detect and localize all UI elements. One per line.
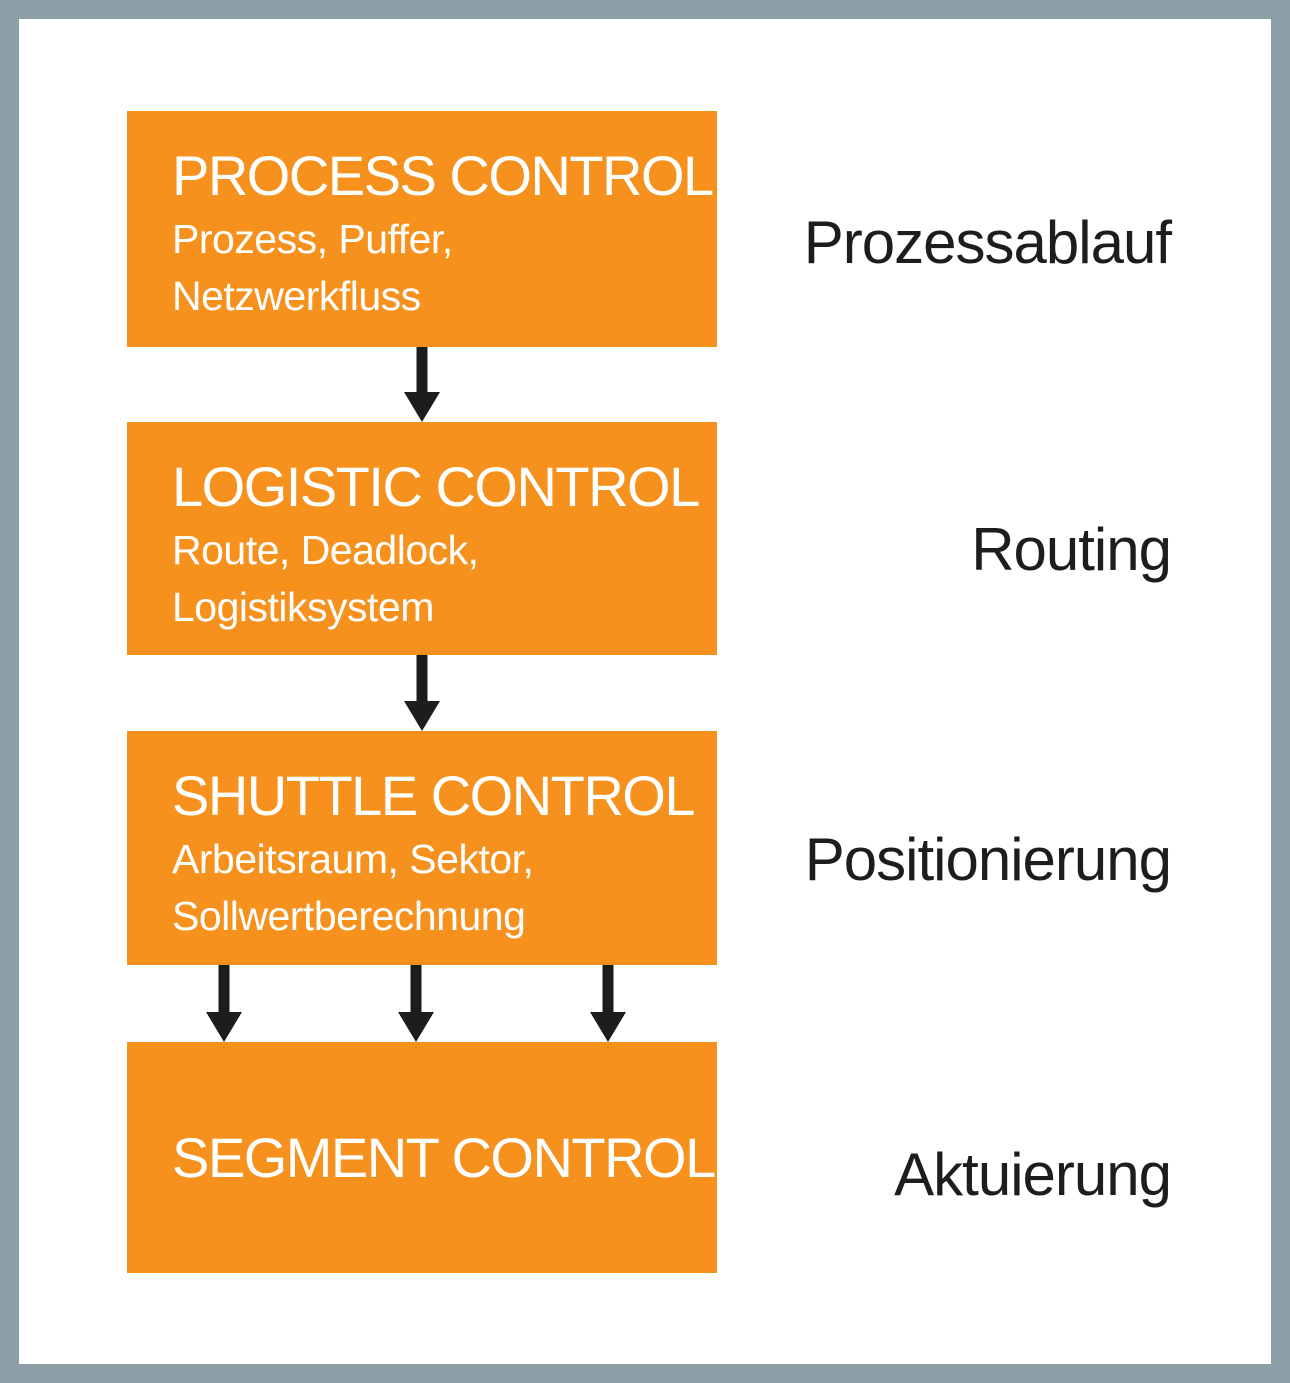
logistic-control-box: LOGISTIC CONTROL Route, Deadlock, Logist… [127, 422, 717, 655]
box-subtitle-line: Netzwerkfluss [172, 273, 421, 319]
side-label-aktuierung: Aktuierung [894, 1141, 1172, 1208]
box-subtitle-line: Prozess, Puffer, [172, 216, 453, 262]
arrow-down-icon [398, 965, 434, 1042]
box-subtitle-line: Route, Deadlock, [172, 527, 479, 573]
arrow-down-icon [590, 965, 626, 1042]
side-label-positionierung: Positionierung [804, 826, 1172, 893]
process-control-box: PROCESS CONTROL Prozess, Puffer, Netzwer… [127, 111, 717, 347]
arrow-down-icon [404, 655, 440, 731]
box-title: SHUTTLE CONTROL [172, 764, 696, 827]
arrow-down-icon [206, 965, 242, 1042]
box-subtitle-line: Logistiksystem [172, 584, 434, 630]
side-label-prozessablauf: Prozessablauf [803, 209, 1172, 276]
box-title: PROCESS CONTROL [172, 144, 714, 207]
segment-control-box: SEGMENT CONTROL [127, 1042, 717, 1273]
shuttle-control-box: SHUTTLE CONTROL Arbeitsraum, Sektor, Sol… [127, 731, 717, 965]
arrow-down-icon [404, 347, 440, 422]
box-title: LOGISTIC CONTROL [172, 455, 700, 518]
box-subtitle-line: Arbeitsraum, Sektor, [172, 836, 534, 882]
box-subtitle-line: Sollwertberechnung [172, 893, 526, 939]
box-title: SEGMENT CONTROL [172, 1125, 716, 1189]
side-label-routing: Routing [971, 516, 1172, 583]
